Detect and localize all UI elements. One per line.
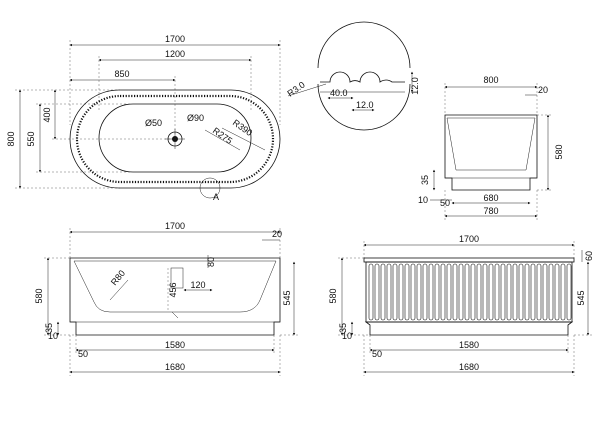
- flute: [374, 263, 380, 321]
- flute-pattern: [368, 263, 572, 321]
- end-base-10: 10: [418, 195, 428, 205]
- section-height-dim: 580: [34, 288, 44, 303]
- fluted-rim: [75, 94, 275, 184]
- elevation-rim-dim: 60: [584, 251, 594, 261]
- flute: [554, 263, 560, 321]
- end-view: 800 20 580 35 10 50 680 780: [418, 75, 564, 220]
- top-inner-width-dim: 550: [26, 131, 36, 146]
- top-width-dim: 800: [6, 131, 16, 146]
- detail-label: A: [213, 192, 219, 202]
- overflow-dim: 80: [206, 257, 216, 267]
- end-rim-dim: 20: [538, 85, 548, 95]
- flute: [482, 263, 488, 321]
- flute: [536, 263, 542, 321]
- flute: [452, 263, 458, 321]
- detail-a: R3.0 40.0 12.0 12.0: [285, 21, 420, 131]
- flute: [548, 263, 554, 321]
- drain-offset-dim: 850: [114, 69, 129, 79]
- flute: [380, 263, 386, 321]
- end-height-dim: 580: [554, 144, 564, 159]
- drain-dia-90: Ø90: [187, 113, 204, 123]
- flute: [506, 263, 512, 321]
- flute: [410, 263, 416, 321]
- elevation-base-outer: 1680: [459, 362, 479, 372]
- flute: [434, 263, 440, 321]
- flute: [494, 263, 500, 321]
- flute: [440, 263, 446, 321]
- flute: [392, 263, 398, 321]
- end-plinth-dim: 35: [420, 175, 430, 185]
- section-plinth-dim: 35: [44, 323, 54, 333]
- top-length-dim: 1700: [165, 34, 185, 44]
- section-base-outer: 1680: [165, 362, 185, 372]
- flute: [422, 263, 428, 321]
- elevation-length-dim: 1700: [459, 234, 479, 244]
- overflow-offset-dim: 120: [190, 280, 205, 290]
- flute: [446, 263, 452, 321]
- flute: [404, 263, 410, 321]
- end-base-outer: 780: [483, 206, 498, 216]
- section-base-inner: 1580: [165, 340, 185, 350]
- flute: [464, 263, 470, 321]
- flute: [560, 263, 566, 321]
- section-depth-dim: 456: [168, 282, 178, 297]
- end-base-inner: 680: [483, 193, 498, 203]
- flute: [488, 263, 494, 321]
- flute: [470, 263, 476, 321]
- elevation-base-50: 50: [372, 349, 382, 359]
- flute: [398, 263, 404, 321]
- elevation-base-10: 10: [342, 331, 352, 341]
- rib-dim: 12.0: [356, 100, 374, 110]
- groove-radius: R3.0: [285, 80, 306, 99]
- front-section: 1700 20 456 80 120 R80 580 545 35 10 50 …: [34, 221, 298, 376]
- drain-dia-50: Ø50: [145, 118, 162, 128]
- tub-outer-rim: [69, 89, 281, 189]
- section-length-dim: 1700: [165, 221, 185, 231]
- drain-offset-y-dim: 400: [42, 107, 52, 122]
- flute: [458, 263, 464, 321]
- top-view: 1700 1200 850 800 550 400 Ø50 Ø90: [6, 34, 281, 202]
- flute: [386, 263, 392, 321]
- flute: [368, 263, 374, 321]
- front-elevation: 1700 60 580 545 35 10 50 1580 1680: [328, 234, 594, 376]
- elevation-height-dim: 580: [328, 288, 338, 303]
- pitch-dim: 40.0: [330, 88, 348, 98]
- section-base-50: 50: [78, 349, 88, 359]
- flute: [476, 263, 482, 321]
- flute: [416, 263, 422, 321]
- flute: [524, 263, 530, 321]
- flute: [542, 263, 548, 321]
- flute: [428, 263, 434, 321]
- elevation-inner-height-dim: 545: [576, 290, 586, 305]
- depth-dim: 12.0: [410, 77, 420, 95]
- elevation-plinth-dim: 35: [338, 323, 348, 333]
- flute: [566, 263, 572, 321]
- section-radius: R80: [109, 268, 127, 287]
- section-inner-height-dim: 545: [282, 290, 292, 305]
- detail-callout-circle: [199, 177, 221, 199]
- flute: [518, 263, 524, 321]
- elevation-base-inner: 1580: [459, 340, 479, 350]
- end-top-width-dim: 800: [483, 75, 498, 85]
- flute: [530, 263, 536, 321]
- flute: [512, 263, 518, 321]
- flute: [500, 263, 506, 321]
- section-rim-dim: 20: [272, 229, 282, 239]
- tub-inner-basin: [98, 103, 252, 173]
- top-inner-length-dim: 1200: [165, 49, 185, 59]
- section-base-10: 10: [48, 331, 58, 341]
